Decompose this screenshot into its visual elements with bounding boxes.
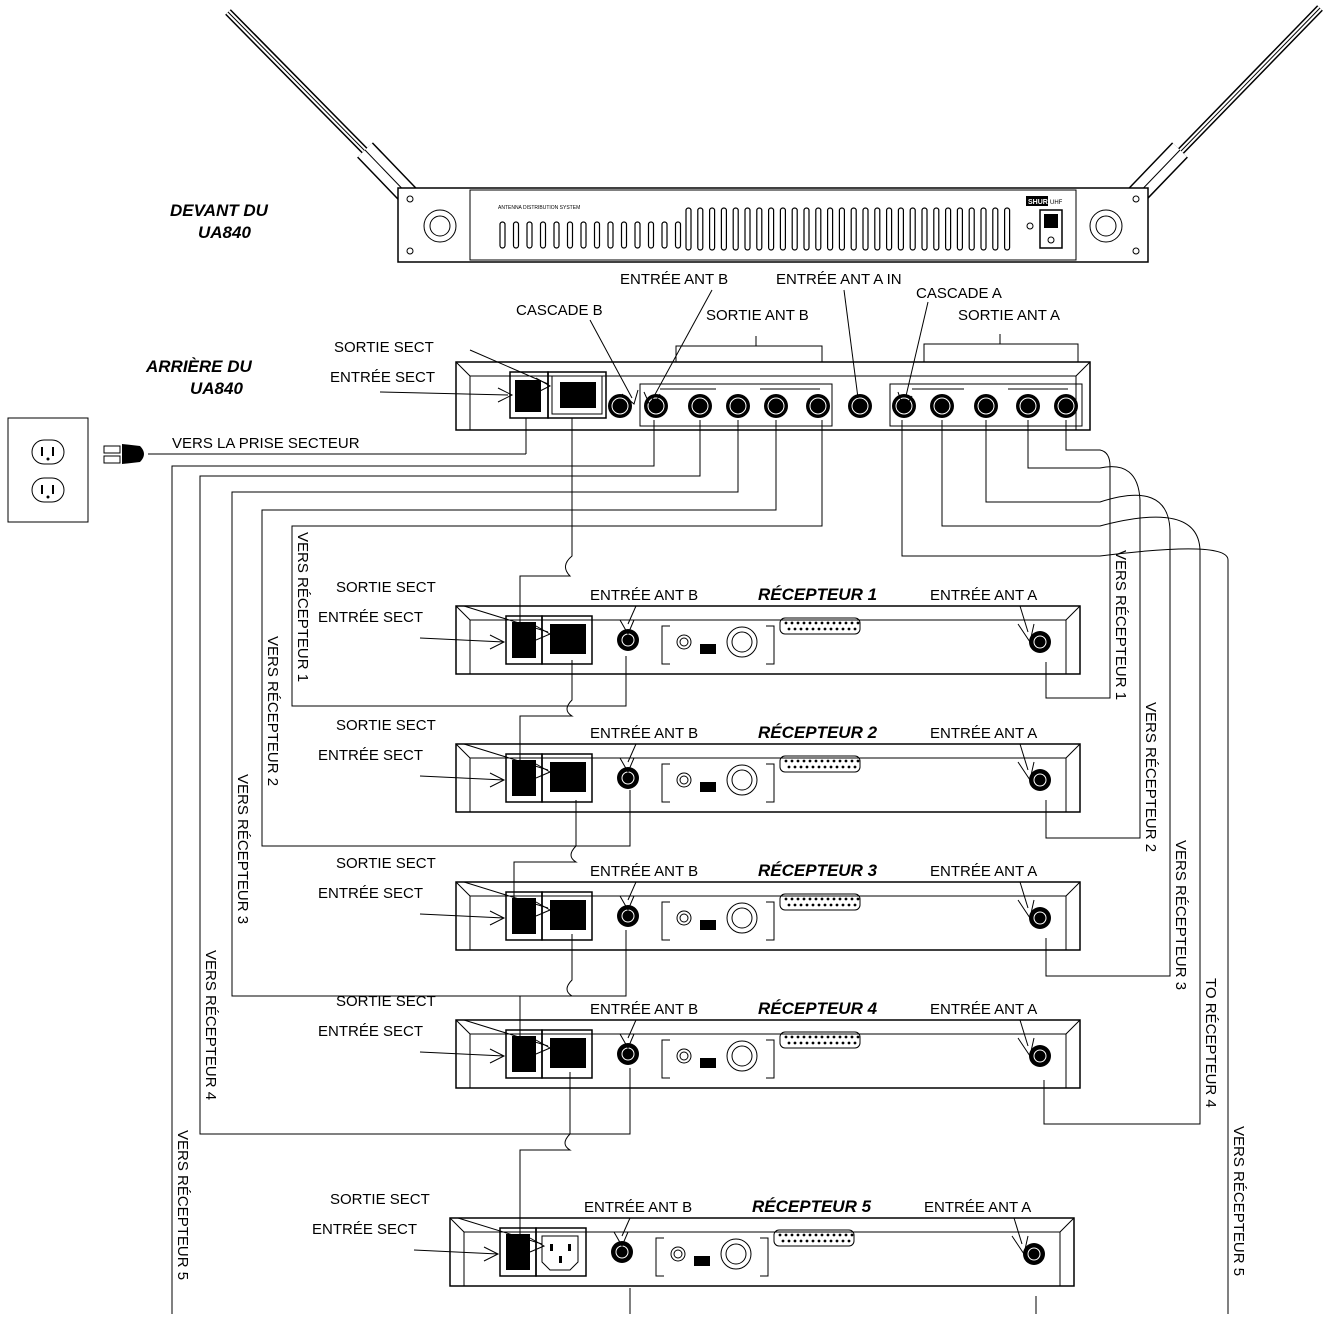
- receiver-4-entree-sect-label: ENTRÉE SECT: [318, 1023, 423, 1040]
- receiver-5-sortie-sect-label: SORTIE SECT: [330, 1191, 430, 1208]
- receiver-1-ant-a-label: ENTRÉE ANT A: [930, 587, 1037, 604]
- receiver-2-ant-b-label: ENTRÉE ANT B: [590, 725, 698, 742]
- receiver-2-sortie-sect-label: SORTIE SECT: [336, 717, 436, 734]
- rear-bnc-connectors: [608, 394, 1078, 418]
- receiver-5-ant-b-label: ENTRÉE ANT B: [584, 1199, 692, 1216]
- receiver-2-ant-a-label: ENTRÉE ANT A: [930, 725, 1037, 742]
- power-chain-0: [519, 418, 573, 622]
- receiver-3-ant-b-label: ENTRÉE ANT B: [590, 863, 698, 880]
- ua840-front-panel: ANTENNA DISTRIBUTION SYSTEM SHURE UHF: [225, 5, 1323, 263]
- receiver-5-ant-a-label: ENTRÉE ANT A: [924, 1199, 1031, 1216]
- receiver-5-entree-sect-label: ENTRÉE SECT: [312, 1221, 417, 1238]
- label-entree-ant-b: ENTRÉE ANT B: [620, 271, 728, 288]
- rear-leader-lines: [379, 289, 1079, 412]
- receiver-2-entree-sect-label: ENTRÉE SECT: [318, 747, 423, 764]
- rear-ac-outlet: [547, 371, 607, 419]
- receiver-3: SORTIE SECT ENTRÉE SECT ENTRÉE ANT B RÉCEPT…: [318, 855, 1081, 951]
- front-brand-suffix: UHF: [1050, 200, 1063, 206]
- power-chain-2: [513, 800, 578, 900]
- cable-right-2: [1027, 420, 1141, 839]
- receiver-3-title: RÉCEPTEUR 3: [758, 861, 878, 880]
- cable-label-right-4: TO RÉCEPTEUR 4: [1202, 978, 1219, 1108]
- cable-right-3: [985, 420, 1171, 977]
- label-rear-entree-sect: ENTRÉE SECT: [330, 369, 435, 386]
- label-cascade-a: CASCADE A: [916, 285, 1002, 302]
- label-entree-ant-a-in: ENTRÉE ANT A IN: [776, 271, 902, 288]
- power-chain-1: [519, 660, 574, 762]
- cable-left-4: [199, 420, 701, 1135]
- cable-left-1: [291, 420, 823, 707]
- cable-right-1: [1045, 420, 1111, 699]
- receiver-1-entree-sect-label: ENTRÉE SECT: [318, 609, 423, 626]
- receiver-3-ant-a-label: ENTRÉE ANT A: [930, 863, 1037, 880]
- receiver-4-ant-a-label: ENTRÉE ANT A: [930, 1001, 1037, 1018]
- receiver-3-sortie-sect-label: SORTIE SECT: [336, 855, 436, 872]
- cable-label-right-3: VERS RÉCEPTEUR 3: [1172, 840, 1189, 990]
- cable-right-5: [901, 420, 1229, 1314]
- power-chain-3: [519, 934, 574, 1038]
- label-vers-prise: VERS LA PRISE SECTEUR: [172, 435, 360, 452]
- power-plug: [103, 418, 527, 464]
- wall-outlet: [7, 417, 89, 523]
- front-title-line1: DEVANT DU: [170, 201, 269, 220]
- cable-label-left-5: VERS RÉCEPTEUR 5: [174, 1130, 191, 1280]
- label-sortie-ant-a: SORTIE ANT A: [958, 307, 1060, 324]
- cable-left-3: [231, 420, 739, 997]
- label-sortie-ant-b: SORTIE ANT B: [706, 307, 809, 324]
- label-cascade-b: CASCADE B: [516, 302, 603, 319]
- receiver-4-title: RÉCEPTEUR 4: [758, 999, 878, 1018]
- ua840-rear-panel: [455, 361, 1091, 431]
- front-panel-small-text: ANTENNA DISTRIBUTION SYSTEM: [498, 205, 580, 211]
- cable-label-right-2: VERS RÉCEPTEUR 2: [1142, 702, 1159, 852]
- receiver-1-sortie-sect-label: SORTIE SECT: [336, 579, 436, 596]
- cable-left-2: [261, 420, 777, 847]
- receiver-1-title: RÉCEPTEUR 1: [758, 585, 877, 604]
- cable-right-4: [941, 420, 1201, 1125]
- rear-title-line1: ARRIÈRE DU: [145, 357, 253, 376]
- cable-label-right-5: VERS RÉCEPTEUR 5: [1230, 1126, 1247, 1276]
- cable-label-left-4: VERS RÉCEPTEUR 4: [202, 950, 219, 1100]
- receiver-1: SORTIE SECT ENTRÉE SECT ENTRÉE ANT B RÉCEPT…: [318, 579, 1081, 675]
- label-rear-sortie-sect: SORTIE SECT: [334, 339, 434, 356]
- receiver-2: SORTIE SECT ENTRÉE SECT ENTRÉE ANT B RÉCEPT…: [318, 717, 1081, 813]
- cables: [171, 418, 1229, 1314]
- receiver-4: SORTIE SECT ENTRÉE SECT ENTRÉE ANT B RÉCEPT…: [318, 993, 1081, 1089]
- receiver-2-title: RÉCEPTEUR 2: [758, 723, 878, 742]
- cable-label-left-1: VERS RÉCEPTEUR 1: [294, 532, 311, 682]
- cable-label-left-2: VERS RÉCEPTEUR 2: [264, 636, 281, 786]
- front-vents: [499, 207, 1011, 251]
- cable-labels: VERS RÉCEPTEUR 1 VERS RÉCEPTEUR 2 VERS R…: [174, 532, 1247, 1280]
- receiver-5-title: RÉCEPTEUR 5: [752, 1197, 872, 1216]
- cable-label-right-1: VERS RÉCEPTEUR 1: [1112, 550, 1129, 700]
- cable-left-5: [171, 420, 655, 1314]
- cable-label-left-3: VERS RÉCEPTEUR 3: [234, 774, 251, 924]
- receiver-5: SORTIE SECT ENTRÉE SECT ENTRÉE ANT B RÉCEPT…: [312, 1191, 1075, 1287]
- receiver-4-ant-b-label: ENTRÉE ANT B: [590, 1001, 698, 1018]
- rear-title-line2: UA840: [190, 379, 243, 398]
- front-brand: SHURE: [1028, 199, 1053, 206]
- front-title-line2: UA840: [198, 223, 251, 242]
- power-chain-4: [519, 1072, 572, 1246]
- receivers: SORTIE SECT ENTRÉE SECT ENTRÉE ANT B RÉCEPT…: [312, 579, 1081, 1287]
- receiver-1-ant-b-label: ENTRÉE ANT B: [590, 587, 698, 604]
- receiver-4-sortie-sect-label: SORTIE SECT: [336, 993, 436, 1010]
- receiver-3-entree-sect-label: ENTRÉE SECT: [318, 885, 423, 902]
